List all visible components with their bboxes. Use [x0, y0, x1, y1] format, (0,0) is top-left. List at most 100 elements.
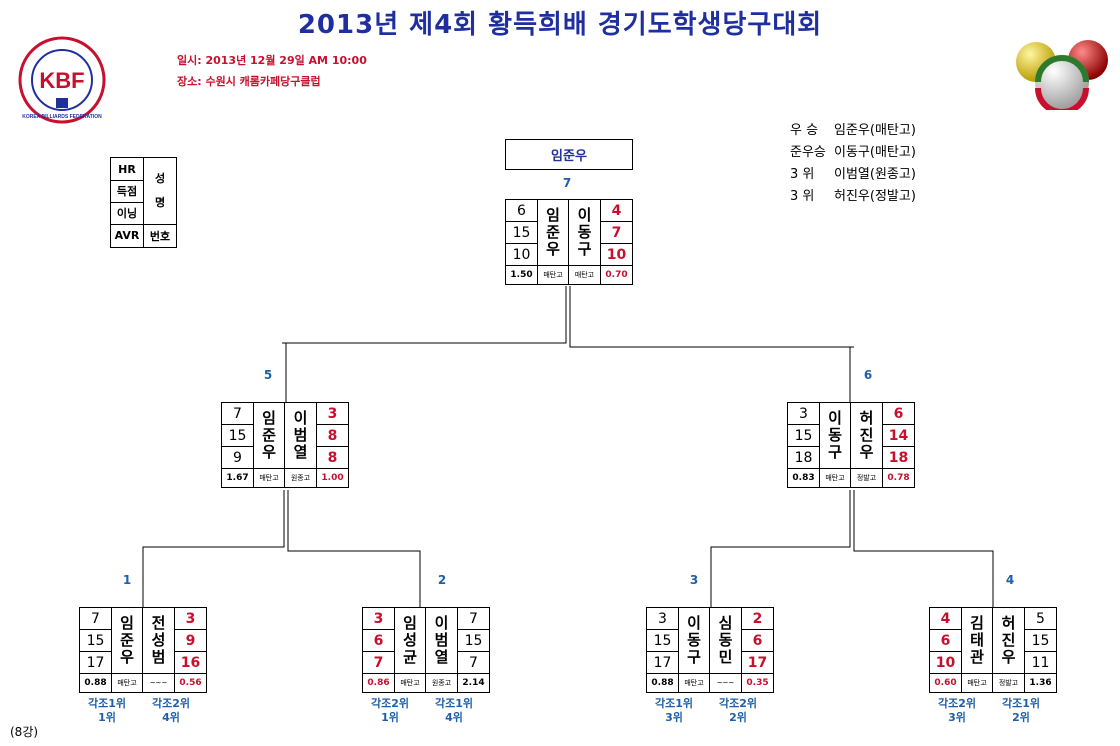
high-run: 6: [506, 200, 538, 222]
average: 0.60: [930, 674, 962, 692]
player-school: 매탄고: [254, 469, 285, 487]
event-place: 장소: 수원시 캐롬카페당구클럽: [177, 75, 321, 88]
average: 0.35: [741, 674, 773, 692]
legend-inning: 이닝: [111, 202, 144, 225]
legend-score: 득점: [111, 180, 144, 203]
high-run: 2: [741, 608, 773, 630]
innings: 9: [222, 447, 254, 469]
score: 7: [600, 222, 632, 244]
average: 1.36: [1024, 674, 1056, 692]
player-school: 정발고: [998, 679, 1019, 687]
score: 15: [457, 630, 489, 652]
score: 6: [363, 630, 395, 652]
page-title: 2013년 제4회 황득희배 경기도학생당구대회: [297, 10, 823, 40]
score: 15: [1024, 630, 1056, 652]
score: 14: [882, 425, 914, 447]
player-school: ~~~: [716, 679, 735, 687]
match-number: 4: [1005, 573, 1015, 587]
average: 1.67: [222, 469, 254, 487]
event-date: 일시: 2013년 12월 29일 AM 10:00: [177, 54, 367, 67]
innings: 17: [741, 652, 773, 674]
player-school: 매탄고: [962, 674, 993, 692]
average: 0.88: [647, 674, 679, 692]
innings: 7: [457, 652, 489, 674]
score: 15: [80, 630, 112, 652]
average: 0.78: [882, 469, 914, 487]
kbf-logo: KBF KOREA BILLIARDS FEDERATION: [18, 36, 106, 124]
score: 15: [647, 630, 679, 652]
billiard-balls-icon: [1016, 40, 1108, 110]
champion-box: 임준우: [505, 139, 633, 170]
average: 0.56: [174, 674, 206, 692]
legend-number: 번호: [149, 229, 171, 243]
innings: 17: [80, 652, 112, 674]
player-school: 매탄고: [574, 271, 595, 279]
legend-box: HR 득점 이닝 AVR 성 명 번호: [110, 157, 177, 248]
innings: 10: [600, 244, 632, 266]
high-run: 7: [222, 403, 254, 425]
score: 15: [222, 425, 254, 447]
player-school: 원종고: [431, 679, 452, 687]
average: 0.70: [600, 266, 632, 284]
score: 8: [316, 425, 348, 447]
score: 6: [930, 630, 962, 652]
round-label: (8강): [10, 725, 39, 739]
player-school: 원종고: [290, 474, 311, 482]
innings: 10: [930, 652, 962, 674]
score: 15: [506, 222, 538, 244]
high-run: 5: [1024, 608, 1056, 630]
player-school: 정발고: [856, 474, 877, 482]
high-run: 3: [647, 608, 679, 630]
player-school: ~~~: [149, 679, 168, 687]
high-run: 3: [316, 403, 348, 425]
player-school: 매탄고: [679, 674, 710, 692]
logo-text: KBF: [39, 68, 84, 93]
high-run: 4: [930, 608, 962, 630]
innings: 10: [506, 244, 538, 266]
match-number: 7: [562, 176, 572, 190]
average: 1.50: [506, 266, 538, 284]
innings: 18: [882, 447, 914, 469]
high-run: 6: [882, 403, 914, 425]
high-run: 7: [457, 608, 489, 630]
player-school: 매탄고: [112, 674, 143, 692]
innings: 11: [1024, 652, 1056, 674]
high-run: 3: [788, 403, 820, 425]
high-run: 7: [80, 608, 112, 630]
player-school: 매탄고: [820, 469, 851, 487]
average: 0.86: [363, 674, 395, 692]
legend-name: 성 명: [144, 158, 176, 225]
average: 0.88: [80, 674, 112, 692]
high-run: 3: [363, 608, 395, 630]
innings: 17: [647, 652, 679, 674]
match-number: 6: [863, 368, 873, 382]
